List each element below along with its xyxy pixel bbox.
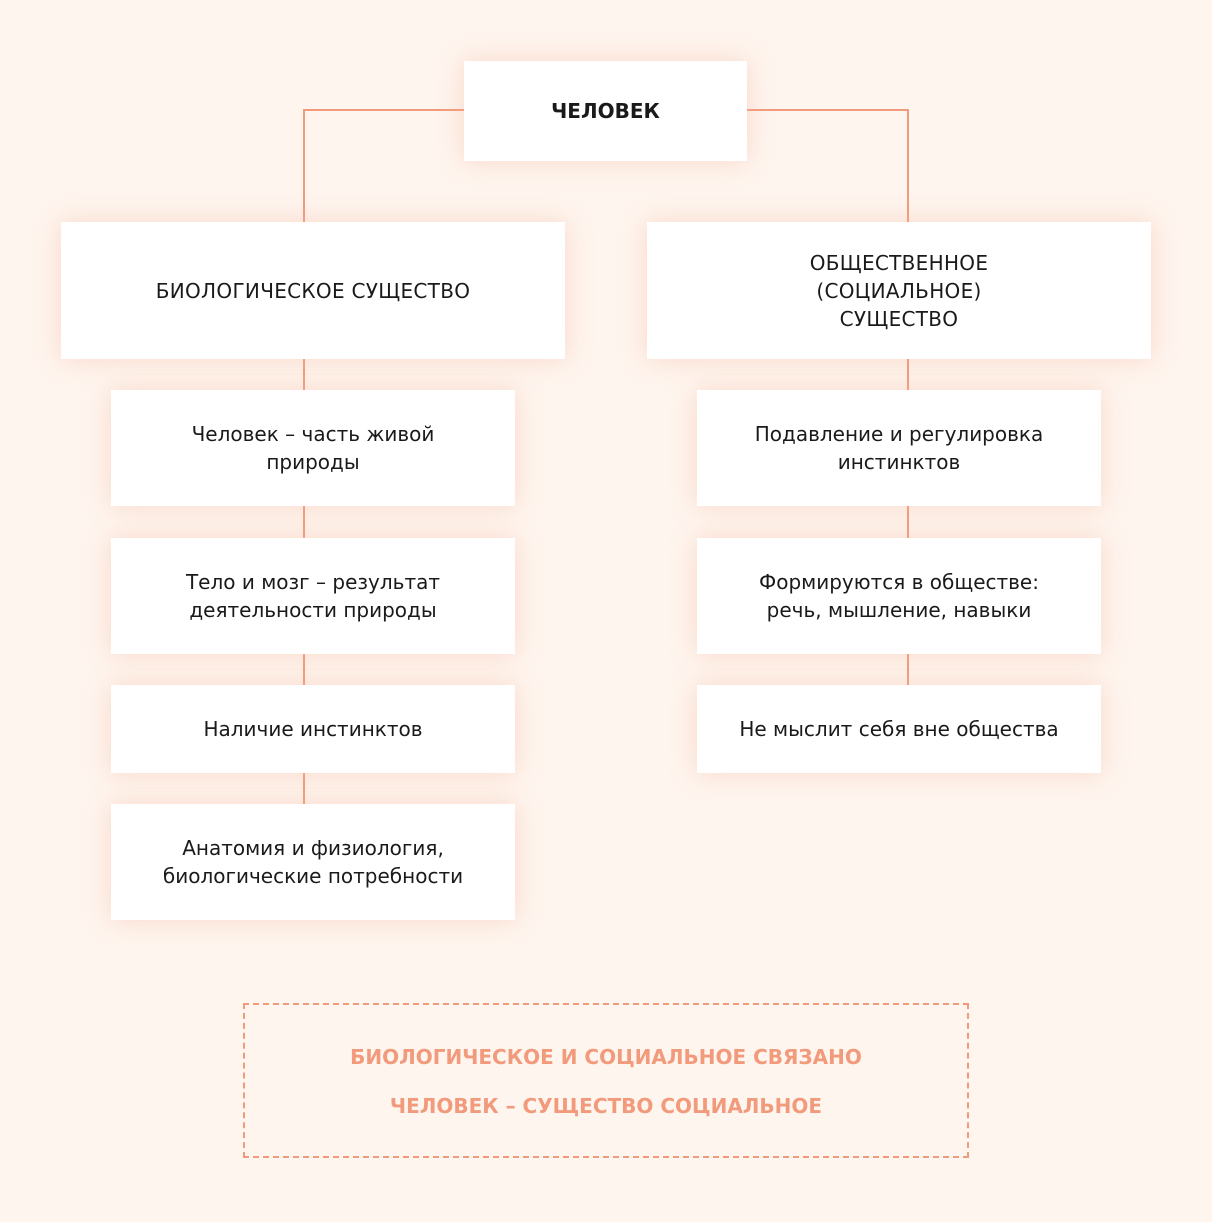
connector: [747, 109, 909, 111]
root-label: ЧЕЛОВЕК: [551, 99, 660, 123]
left-item: Тело и мозг – результат деятельности при…: [111, 538, 515, 654]
left-item: Наличие инстинктов: [111, 685, 515, 773]
left-item-label: Анатомия и физиология, биологические пот…: [162, 836, 464, 888]
conclusion-line-1: БИОЛОГИЧЕСКОЕ И СОЦИАЛЬНОЕ СВЯЗАНО: [350, 1045, 862, 1069]
right-header-label: ОБЩЕСТВЕННОЕ (СОЦИАЛЬНОЕ) СУЩЕСТВО: [809, 250, 989, 331]
root-node: ЧЕЛОВЕК: [464, 61, 747, 161]
left-item: Анатомия и физиология, биологические пот…: [111, 804, 515, 920]
right-item-label: Формируются в обществе: речь, мышление, …: [759, 570, 1039, 622]
connector: [907, 109, 909, 222]
left-item-label: Наличие инстинктов: [203, 717, 423, 741]
right-item-label: Не мыслит себя вне общества: [739, 717, 1059, 741]
left-item-label: Тело и мозг – результат деятельности при…: [185, 570, 441, 622]
connector: [304, 109, 464, 111]
right-header-node: ОБЩЕСТВЕННОЕ (СОЦИАЛЬНОЕ) СУЩЕСТВО: [647, 222, 1151, 359]
right-item: Не мыслит себя вне общества: [697, 685, 1101, 773]
right-item: Подавление и регулировка инстинктов: [697, 390, 1101, 506]
right-item-label: Подавление и регулировка инстинктов: [754, 422, 1044, 474]
left-item-label: Человек – часть живой природы: [191, 422, 435, 474]
conclusion-box: БИОЛОГИЧЕСКОЕ И СОЦИАЛЬНОЕ СВЯЗАНО ЧЕЛОВ…: [243, 1003, 969, 1158]
left-item: Человек – часть живой природы: [111, 390, 515, 506]
conclusion-line-2: ЧЕЛОВЕК – СУЩЕСТВО СОЦИАЛЬНОЕ: [389, 1094, 823, 1118]
connector: [907, 359, 909, 685]
left-header-node: БИОЛОГИЧЕСКОЕ СУЩЕСТВО: [61, 222, 565, 359]
left-header-label: БИОЛОГИЧЕСКОЕ СУЩЕСТВО: [155, 278, 471, 303]
connector: [303, 109, 305, 222]
right-item: Формируются в обществе: речь, мышление, …: [697, 538, 1101, 654]
